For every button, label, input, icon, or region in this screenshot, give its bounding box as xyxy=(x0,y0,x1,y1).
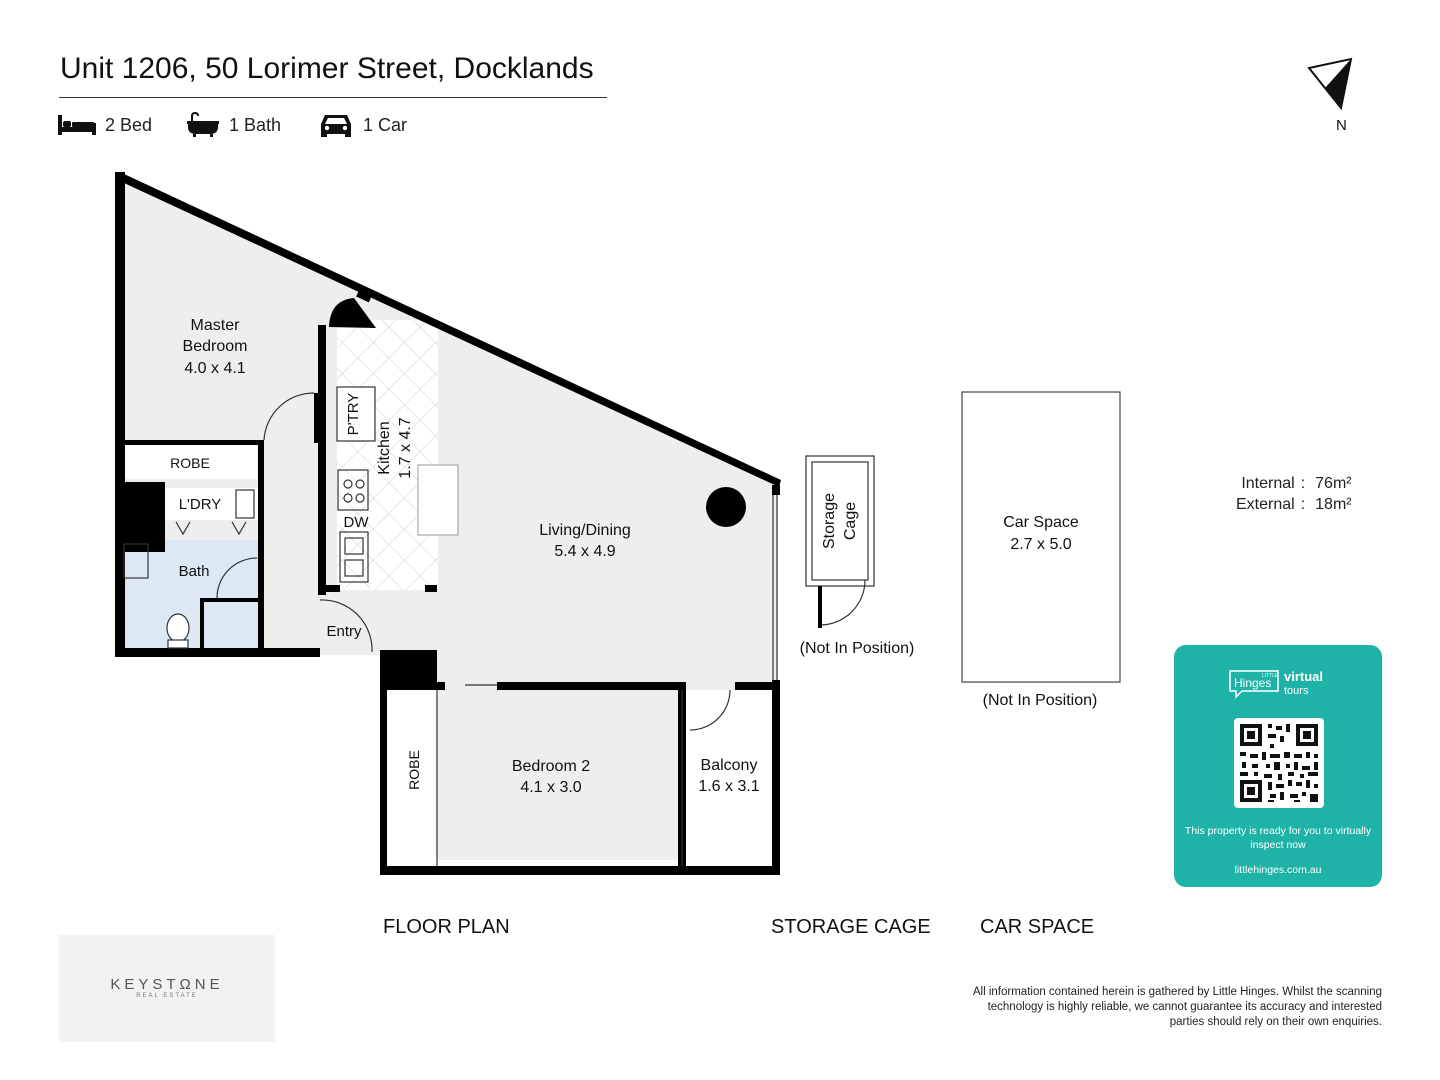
car-space-note: (Not In Position) xyxy=(983,692,1098,709)
master-bedroom-dims: 4.0 x 4.1 xyxy=(184,360,245,377)
external-area-label: External xyxy=(1236,496,1295,513)
internal-area-value: 76m² xyxy=(1315,475,1352,492)
laundry-label: L'DRY xyxy=(179,496,222,513)
internal-area-label: Internal xyxy=(1241,475,1295,492)
title-divider xyxy=(59,97,607,98)
robe-label-bottom: ROBE xyxy=(406,750,422,790)
qr-code[interactable] xyxy=(1234,718,1324,808)
master-bedroom-label: Master xyxy=(191,317,241,334)
kitchen-dims: 1.7 x 4.7 xyxy=(397,417,414,478)
master-bedroom-label-2: Bedroom xyxy=(183,338,248,355)
agency-name: KEYSTΩNE xyxy=(110,976,224,993)
logo-brand: Hinges xyxy=(1234,676,1271,690)
north-label: N xyxy=(1336,117,1347,134)
disclaimer-text: All information contained herein is gath… xyxy=(972,986,1382,1028)
car-space-outline xyxy=(961,391,1121,683)
bathtub-icon xyxy=(187,112,219,137)
car-space-dims: 2.7 x 5.0 xyxy=(1010,536,1071,553)
entry-label: Entry xyxy=(326,623,362,640)
feature-bed: 2 Bed xyxy=(58,112,152,138)
fittings xyxy=(123,386,778,866)
storage-cage-door xyxy=(818,586,822,628)
feature-bath-label: 1 Bath xyxy=(229,114,282,135)
bedroom-2-dims: 4.1 x 3.0 xyxy=(520,779,581,796)
internal-area-separator: : xyxy=(1300,475,1306,492)
storage-cage-label: Storage xyxy=(821,493,838,549)
feature-bath: 1 Bath xyxy=(186,112,281,138)
north-arrow-icon xyxy=(1307,57,1353,111)
agency-subtitle: REAL ESTATE xyxy=(136,993,198,999)
logo-brand-small: LITTLE xyxy=(1262,673,1279,679)
logo-word-virtual: virtual xyxy=(1284,669,1323,684)
storage-cage-note: (Not In Position) xyxy=(800,640,915,657)
external-area-value: 18m² xyxy=(1315,496,1352,513)
dishwasher-label: DW xyxy=(344,514,370,531)
storage-cage-label-2: Cage xyxy=(842,502,859,540)
virtual-tour-url[interactable]: littlehinges.com.au xyxy=(1234,864,1322,876)
bath-label: Bath xyxy=(179,563,210,580)
feature-bed-label: 2 Bed xyxy=(105,114,153,135)
virtual-tour-card[interactable]: LITTLE Hinges virtual tours xyxy=(1174,645,1382,887)
floor-plan-caption: FLOOR PLAN xyxy=(383,916,510,938)
area-summary: Internal : 76m² External : 18m² xyxy=(1236,473,1352,515)
car-icon xyxy=(321,115,351,137)
feature-car-label: 1 Car xyxy=(363,114,408,135)
bed-icon xyxy=(58,115,96,135)
balcony-dims: 1.6 x 3.1 xyxy=(698,778,759,795)
feature-car: 1 Car xyxy=(318,112,407,138)
living-dining-dims: 5.4 x 4.9 xyxy=(554,543,615,560)
car-space-caption: CAR SPACE xyxy=(980,916,1095,938)
page-title: Unit 1206, 50 Lorimer Street, Docklands xyxy=(60,52,594,85)
bedroom-2-label: Bedroom 2 xyxy=(512,758,590,775)
room-labels: Master Bedroom 4.0 x 4.1 ROBE L'DRY Bath… xyxy=(170,317,1097,796)
car-space-label: Car Space xyxy=(1003,514,1079,531)
robe-label-top: ROBE xyxy=(170,455,210,471)
agency-logo: KEYSTΩNE REAL ESTATE xyxy=(59,935,275,1042)
storage-cage xyxy=(805,455,875,626)
pantry-label: P'TRY xyxy=(345,393,362,436)
walls xyxy=(115,172,781,875)
storage-cage-caption: STORAGE CAGE xyxy=(771,916,931,938)
logo-word-tours: tours xyxy=(1284,685,1309,697)
virtual-tour-text: This property is ready for you to virtua… xyxy=(1184,825,1372,851)
little-hinges-logo: LITTLE Hinges virtual tours xyxy=(1229,669,1323,699)
external-area-separator: : xyxy=(1300,496,1306,513)
balcony-label: Balcony xyxy=(701,757,758,774)
qr-code-icon xyxy=(1240,724,1318,802)
living-dining-label: Living/Dining xyxy=(539,522,631,539)
kitchen-label: Kitchen xyxy=(376,421,393,474)
